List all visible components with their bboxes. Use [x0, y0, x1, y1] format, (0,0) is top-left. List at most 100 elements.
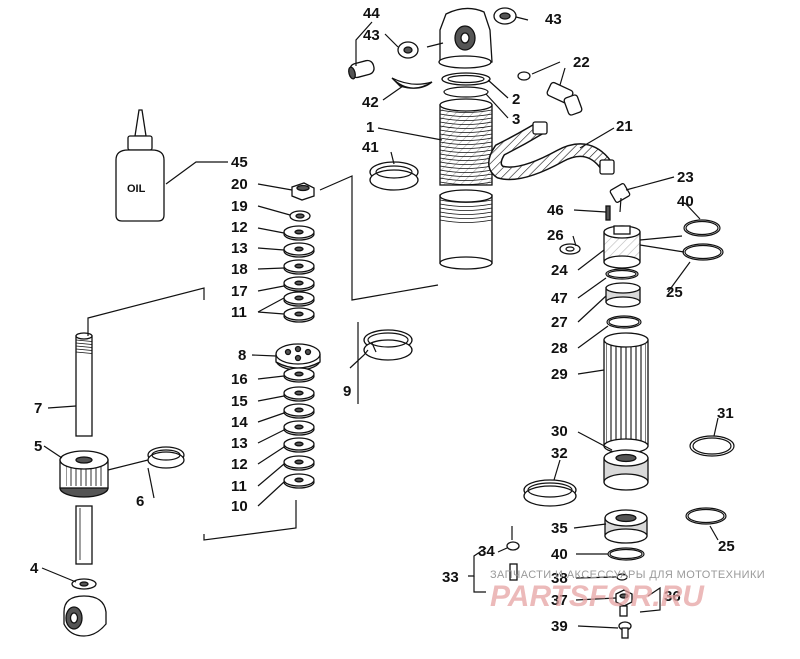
upper-shim-stack — [283, 225, 315, 323]
part-36-screw — [619, 605, 628, 617]
part-40-oring-upper — [683, 219, 721, 237]
callout-21: 21 — [616, 118, 633, 135]
callout-32: 32 — [551, 445, 568, 462]
callout-43-left: 43 — [363, 27, 380, 44]
part-19-washer — [289, 210, 311, 222]
part-35-end-cap — [604, 509, 648, 544]
callout-10: 10 — [231, 498, 248, 515]
part-5-seal-head — [59, 450, 109, 498]
callout-38: 38 — [551, 570, 568, 587]
part-27-floating-piston — [605, 282, 641, 308]
callout-39: 39 — [551, 618, 568, 635]
part-33-valve-core — [509, 563, 518, 581]
part-28-oring — [606, 315, 642, 329]
callout-12-lower: 12 — [231, 456, 248, 473]
callout-9: 9 — [343, 383, 351, 400]
shim-washer — [283, 259, 315, 275]
callout-18: 18 — [231, 261, 248, 278]
callout-11-upper: 11 — [231, 304, 247, 321]
callout-37: 37 — [551, 592, 568, 609]
callout-45: 45 — [231, 154, 248, 171]
part-6-bumper-ring — [147, 446, 185, 469]
callout-40-lower: 40 — [551, 546, 568, 563]
callout-40-upper: 40 — [677, 193, 694, 210]
callout-44: 44 — [363, 5, 380, 22]
part-25-oring-upper — [682, 243, 724, 261]
part-43-bushing-right — [493, 7, 517, 25]
callout-1: 1 — [366, 119, 374, 136]
part-47-oring — [605, 268, 639, 280]
callout-15: 15 — [231, 393, 248, 410]
callout-41: 41 — [362, 139, 379, 156]
part-46-pin — [605, 205, 611, 221]
callout-13-lower: 13 — [231, 435, 248, 452]
callout-24: 24 — [551, 262, 568, 279]
watermark: ЗАПЧАСТИ И АКСЕССУАРЫ ДЛЯ МОТОТЕХНИКИ PA… — [490, 569, 765, 613]
part-31-ring — [689, 435, 735, 457]
shim-washer — [283, 291, 315, 307]
callout-47: 47 — [551, 290, 568, 307]
callout-6: 6 — [136, 493, 144, 510]
oil-bottle-label: OIL — [127, 183, 146, 195]
callout-25-upper: 25 — [666, 284, 683, 301]
callout-19: 19 — [231, 198, 248, 215]
part-26-washer — [559, 243, 581, 255]
lower-shim-stack — [283, 367, 315, 489]
callout-17: 17 — [231, 283, 248, 300]
callout-26: 26 — [547, 227, 564, 244]
part-32-clamp-ring — [523, 479, 577, 507]
watermark-brand: PARTSFOR.RU — [490, 580, 705, 613]
part-1-shock-body — [439, 98, 493, 270]
part-21-hose — [488, 121, 615, 181]
callout-4: 4 — [30, 560, 39, 577]
callout-16: 16 — [231, 371, 248, 388]
part-40-oring-lower — [607, 547, 645, 561]
shim-washer — [283, 225, 315, 241]
callout-5: 5 — [34, 438, 42, 455]
callout-28: 28 — [551, 340, 568, 357]
shim-washer — [283, 455, 315, 471]
part-41-spring-ring — [369, 161, 419, 191]
callout-27: 27 — [551, 314, 568, 331]
callout-30: 30 — [551, 423, 568, 440]
callout-25-lower: 25 — [718, 538, 735, 555]
callout-23: 23 — [677, 169, 694, 186]
shim-washer — [283, 403, 315, 419]
part-34-cap — [506, 541, 520, 551]
part-29-reservoir-body — [603, 332, 649, 454]
part-38-washer — [616, 573, 628, 581]
shim-washer — [283, 437, 315, 453]
part-22-oring — [517, 71, 531, 81]
callout-43-right: 43 — [545, 11, 562, 28]
callout-13-upper: 13 — [231, 240, 248, 257]
part-44-sleeve — [348, 59, 375, 80]
leader-lines — [41, 16, 719, 629]
callout-36: 36 — [664, 588, 681, 605]
part-30-reservoir-end — [603, 449, 649, 491]
callout-8: 8 — [238, 347, 246, 364]
watermark-tagline: ЗАПЧАСТИ И АКСЕССУАРЫ ДЛЯ МОТОТЕХНИКИ — [490, 569, 765, 581]
shim-washer — [283, 367, 315, 383]
part-20-nut — [291, 182, 315, 201]
part-22-elbow-fitting — [546, 81, 583, 116]
part-37-nut — [615, 589, 633, 607]
callout-20: 20 — [231, 176, 248, 193]
part-23-fitting — [609, 183, 631, 213]
part-43-bushing-left — [397, 41, 419, 59]
shim-washer — [283, 420, 315, 436]
shim-washer — [283, 307, 315, 323]
part-4-eyelet — [63, 578, 107, 637]
callout-34: 34 — [478, 543, 495, 560]
part-24-reservoir-cap — [603, 225, 641, 269]
callout-46: 46 — [547, 202, 564, 219]
shim-washer — [283, 473, 315, 489]
callout-22: 22 — [573, 54, 590, 71]
callout-33: 33 — [442, 569, 459, 586]
part-42-seal-crescent — [391, 77, 433, 89]
shim-washer — [283, 386, 315, 402]
callout-11-lower: 11 — [231, 478, 247, 495]
part-9-piston-ring — [363, 329, 413, 361]
callout-14: 14 — [231, 414, 248, 431]
callout-2: 2 — [512, 91, 520, 108]
